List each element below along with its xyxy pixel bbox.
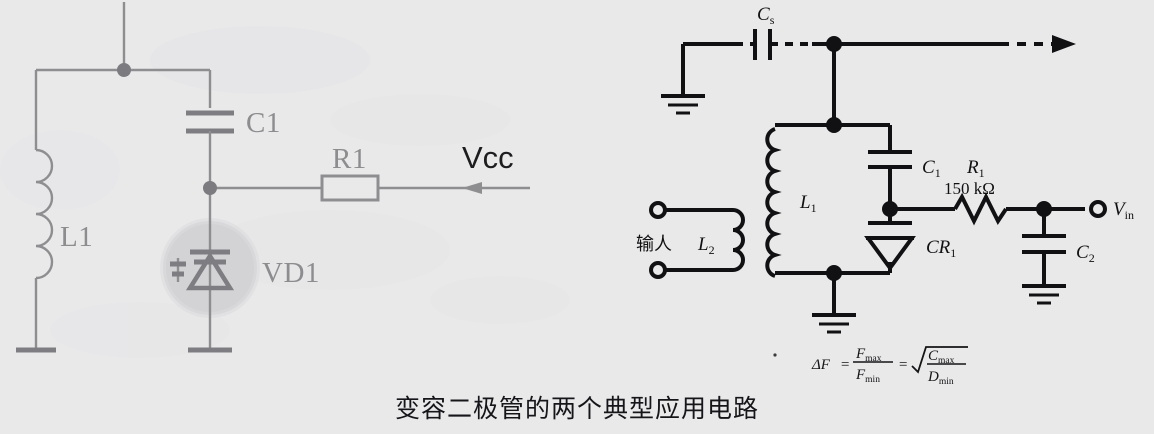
junction-dot-r1 <box>203 181 217 195</box>
formula-eq-1: = <box>840 357 850 373</box>
vcc-arrowhead <box>462 182 482 194</box>
inductor-l1-coil <box>35 148 54 280</box>
formula-frac2-denominator: Dmin <box>927 369 954 387</box>
label-vin: Vin <box>1113 199 1134 222</box>
formula-lhs: ΔF <box>811 357 831 373</box>
inductor-l2-coil <box>732 208 745 272</box>
paper-texture <box>0 26 570 358</box>
label-c1-right: C1 <box>922 157 941 180</box>
node-dot-tank-top <box>826 117 842 133</box>
output-arrowhead <box>1052 35 1076 53</box>
label-r1-value: 150 kΩ <box>944 179 995 198</box>
label-input: 输人 <box>636 234 672 255</box>
label-r1: R1 <box>332 143 367 175</box>
node-dot-cr1 <box>882 201 898 217</box>
vd1-anode-triangle <box>185 251 235 291</box>
formula-frac2-numerator: Cmax <box>928 348 955 366</box>
formula-frac1-numerator: Fmax <box>855 346 882 364</box>
right-circuit: Cs L1 L2 输人 C1 R1 150 kΩ CR1 C2 <box>636 4 1134 387</box>
vin-terminal <box>1089 200 1107 218</box>
label-vd1: VD1 <box>262 257 320 289</box>
label-cs: Cs <box>757 4 775 27</box>
node-dot-tank-bottom <box>826 265 842 281</box>
formula-frac1-denominator: Fmin <box>855 367 880 385</box>
label-vcc: Vcc <box>462 140 514 175</box>
resistor-r1-zigzag <box>953 192 1008 226</box>
junction-dot-top <box>117 63 131 77</box>
formula-stray-dot <box>773 353 777 357</box>
node-dot-top-bus <box>826 36 842 52</box>
label-cr1: CR1 <box>926 237 956 260</box>
formula-eq-2: = <box>898 357 908 373</box>
label-l2-right: L2 <box>697 234 715 257</box>
label-r1-right: R1 <box>966 157 985 180</box>
label-l1-right: L1 <box>799 192 817 215</box>
label-c1: C1 <box>246 107 281 139</box>
inductor-l1-right-coil <box>765 127 782 278</box>
label-c2: C2 <box>1076 242 1095 265</box>
node-dot-vin <box>1036 201 1052 217</box>
formula-group: ΔF = Fmax Fmin = Cmax Dmin <box>773 346 968 387</box>
cr1-anode-triangle <box>864 236 916 272</box>
label-l1: L1 <box>60 221 93 253</box>
left-circuit: L1 C1 R1 Vcc VD1 <box>16 2 530 353</box>
figure-caption: 变容二极管的两个典型应用电路 <box>395 394 759 423</box>
formula-radical-glyph <box>911 346 968 374</box>
